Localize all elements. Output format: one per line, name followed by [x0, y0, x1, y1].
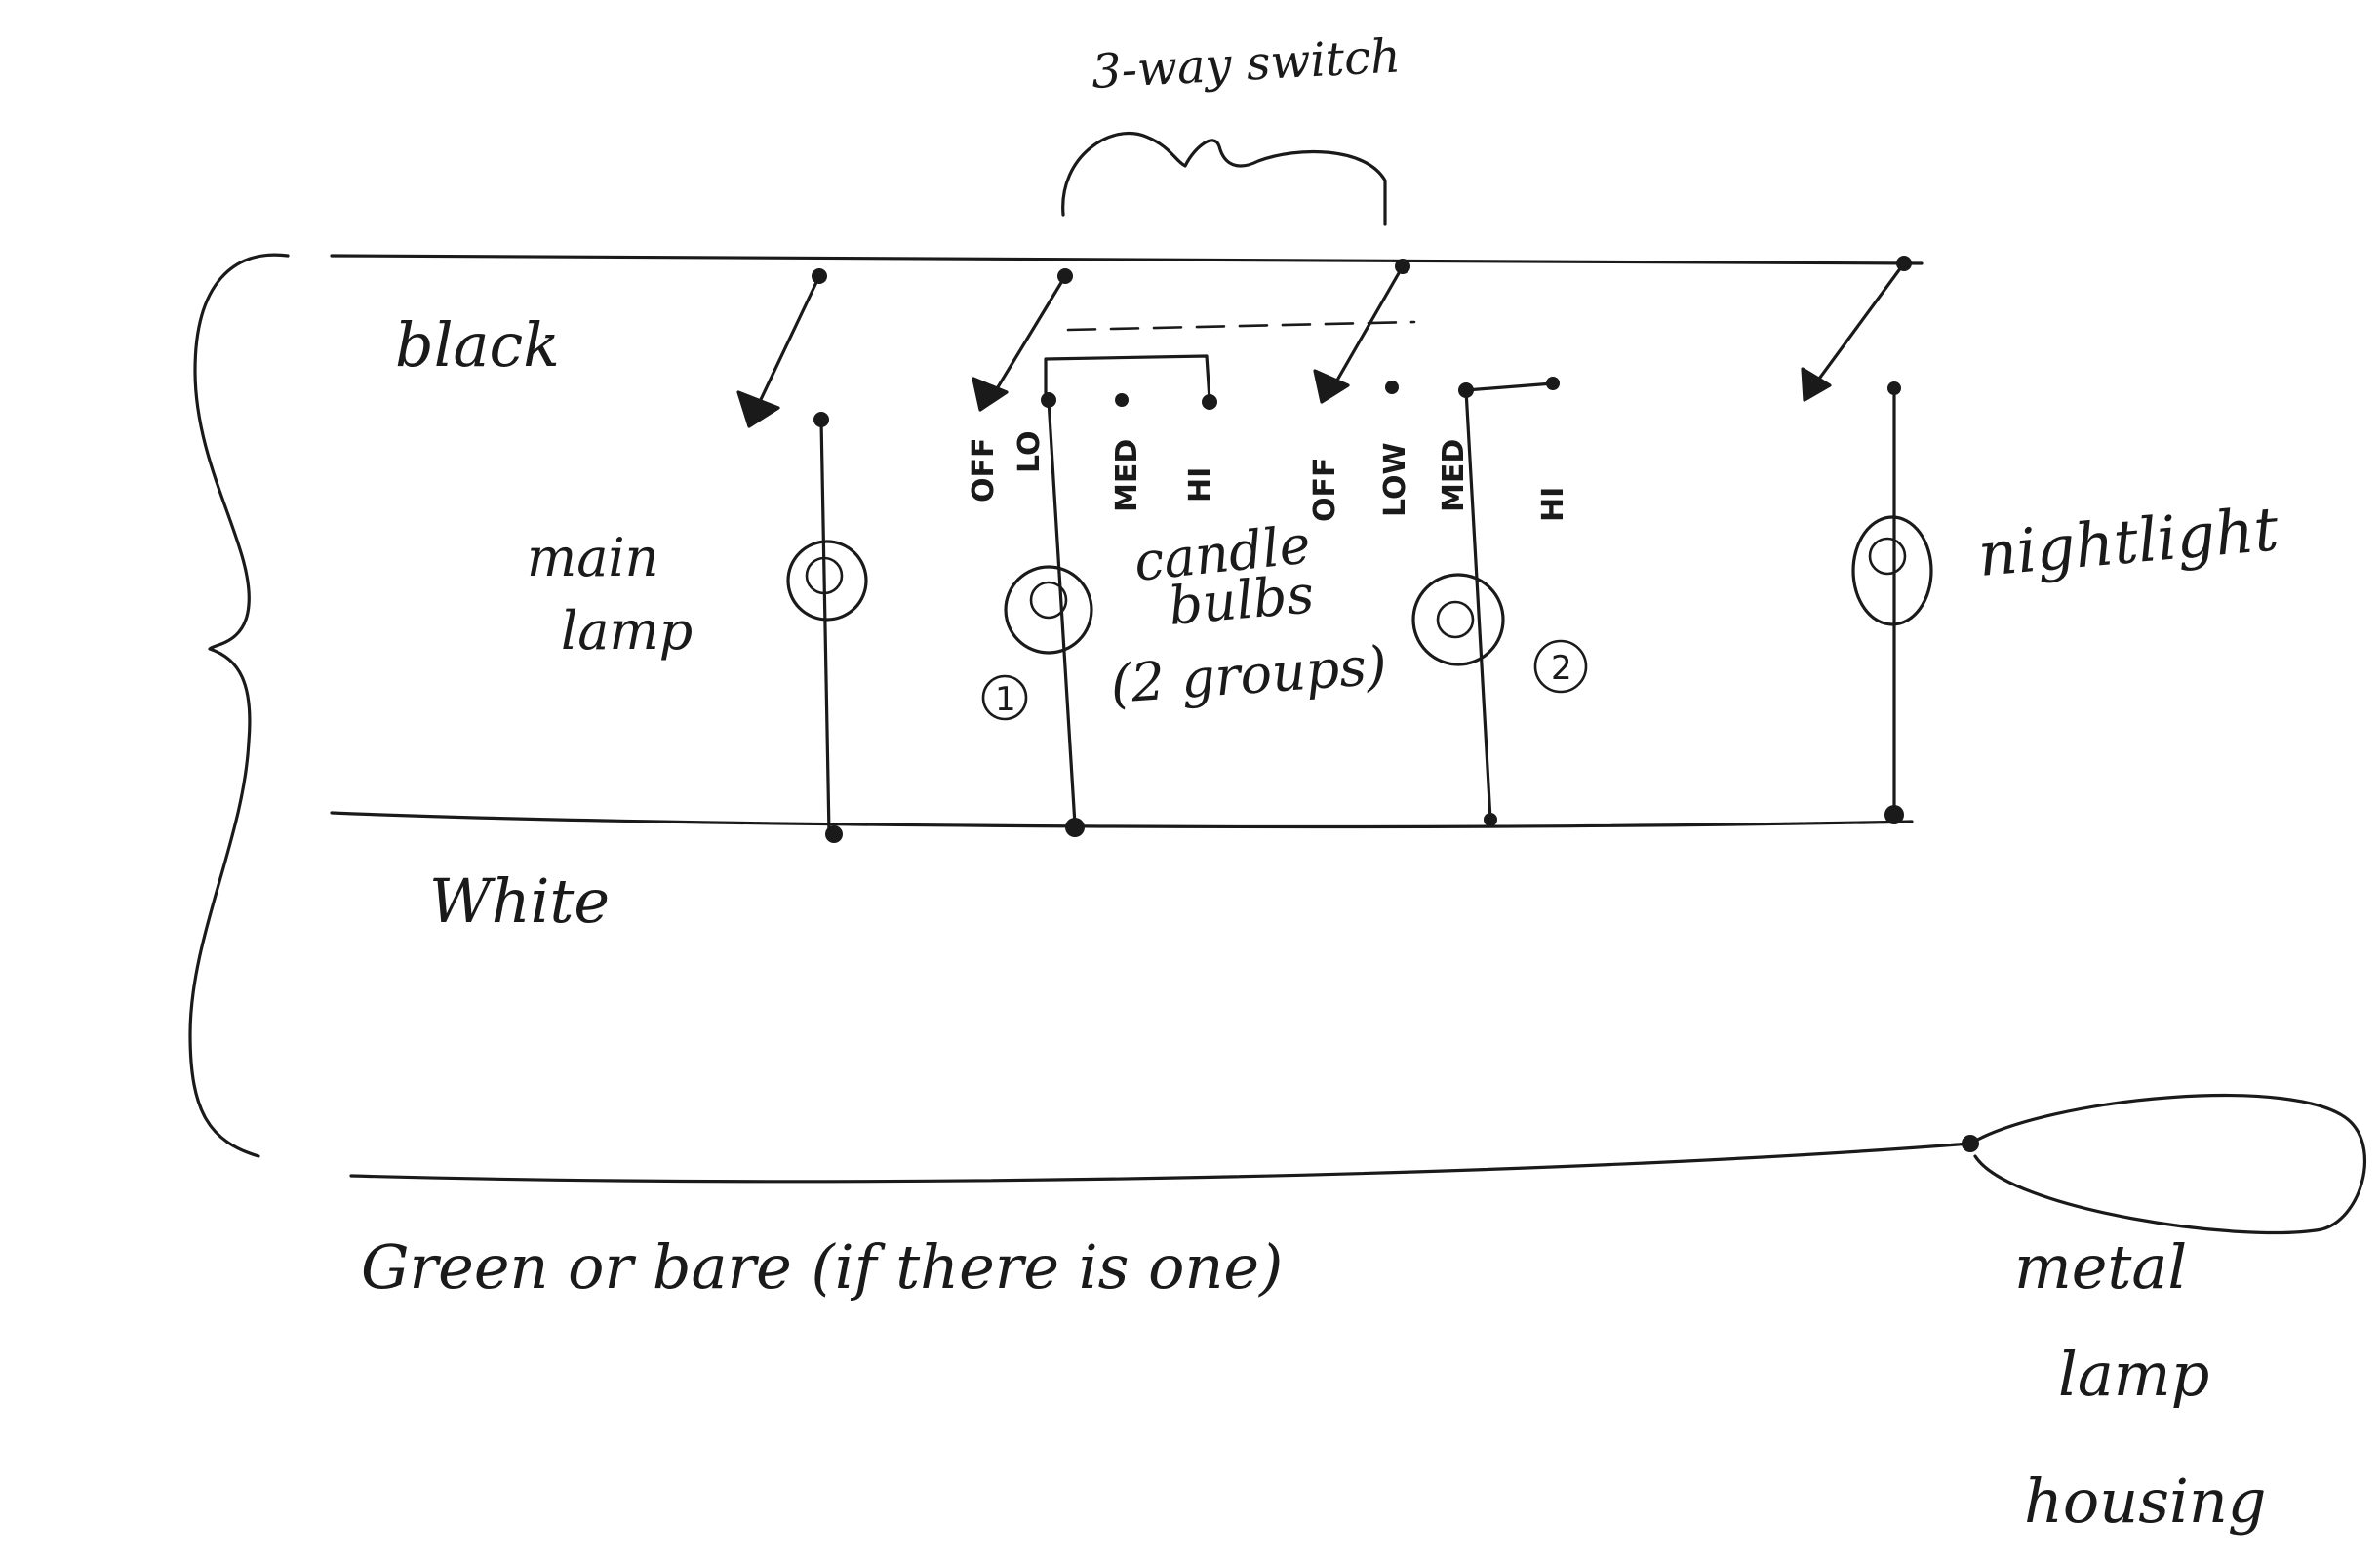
group1-number: 1: [995, 680, 1016, 719]
power-cord-brace: [188, 253, 290, 1158]
metal-housing-loop: [1968, 1093, 2366, 1235]
candle-group1-neutral-node: [1065, 818, 1085, 837]
white-label: White: [429, 865, 610, 937]
group1-pos-hi: HI: [1183, 467, 1217, 502]
black-wire: [330, 254, 1924, 265]
group2-number: 2: [1551, 649, 1572, 688]
lamp-label: lamp: [561, 600, 693, 662]
candle-group1-bulb-icon: [1004, 565, 1093, 655]
group1-switch-blade: [988, 274, 1067, 402]
nightlight-bulb-icon: [1851, 515, 1933, 626]
bulbs-label: bulbs: [1167, 563, 1317, 637]
group2-contact-hi: [1546, 377, 1560, 390]
lamp-housing-label: lamp: [2058, 1339, 2209, 1410]
main-lamp-bulb-icon: [786, 540, 868, 622]
group2-number-circle: [1533, 639, 1588, 694]
main-switch-blade: [754, 274, 821, 412]
group2-pos-med: MED: [1437, 439, 1471, 512]
main-label: main: [527, 527, 658, 588]
group1-lo-hi-jumper: [1044, 354, 1211, 402]
black-label: black: [395, 309, 560, 381]
group1-contact-hi: [1202, 394, 1217, 410]
main-switch-arrowhead: [736, 390, 780, 428]
white-wire: [330, 811, 1914, 829]
main-lamp-wire: [819, 418, 831, 836]
nightlight-switch-blade: [1812, 261, 1906, 387]
group1-pos-off: OFF: [967, 438, 1001, 503]
two-groups-label: (2 groups): [1109, 634, 1389, 715]
group2-switch-blade: [1329, 264, 1405, 392]
candle-group2-wire: [1464, 388, 1492, 822]
main-lamp-neutral-node: [825, 825, 843, 843]
ground-label: Green or bare (if there is one): [361, 1231, 1283, 1303]
ground-wire: [349, 1142, 1972, 1184]
three-way-switch-label: 3-way switch: [1091, 28, 1402, 100]
housing-label: housing: [2024, 1466, 2266, 1537]
nightlight-neutral-node: [1884, 805, 1904, 824]
group2-pos-off: OFF: [1308, 458, 1342, 523]
group1-arrowhead: [972, 377, 1009, 412]
group2-pos-low: LOW: [1378, 442, 1412, 517]
group2-contact-low: [1385, 381, 1399, 394]
candle-group2-bulb-icon: [1411, 573, 1505, 666]
group1-contact-med: [1115, 393, 1129, 407]
metal-label: metal: [2014, 1231, 2187, 1303]
group2-med-hi-jumper: [1464, 381, 1555, 392]
group1-number-circle: [981, 674, 1028, 721]
three-way-switch-brace: [1061, 131, 1387, 226]
gang-link-dashed: [1066, 320, 1416, 332]
group1-pos-med: MED: [1110, 439, 1144, 512]
group2-arrowhead: [1313, 369, 1350, 404]
nightlight-arrowhead: [1801, 367, 1832, 402]
group1-pos-lo: LO: [1012, 430, 1047, 473]
group2-pos-hi: HI: [1536, 487, 1570, 522]
candle-group2-neutral-node: [1484, 813, 1497, 826]
nightlight-label: nightlight: [1975, 493, 2281, 590]
